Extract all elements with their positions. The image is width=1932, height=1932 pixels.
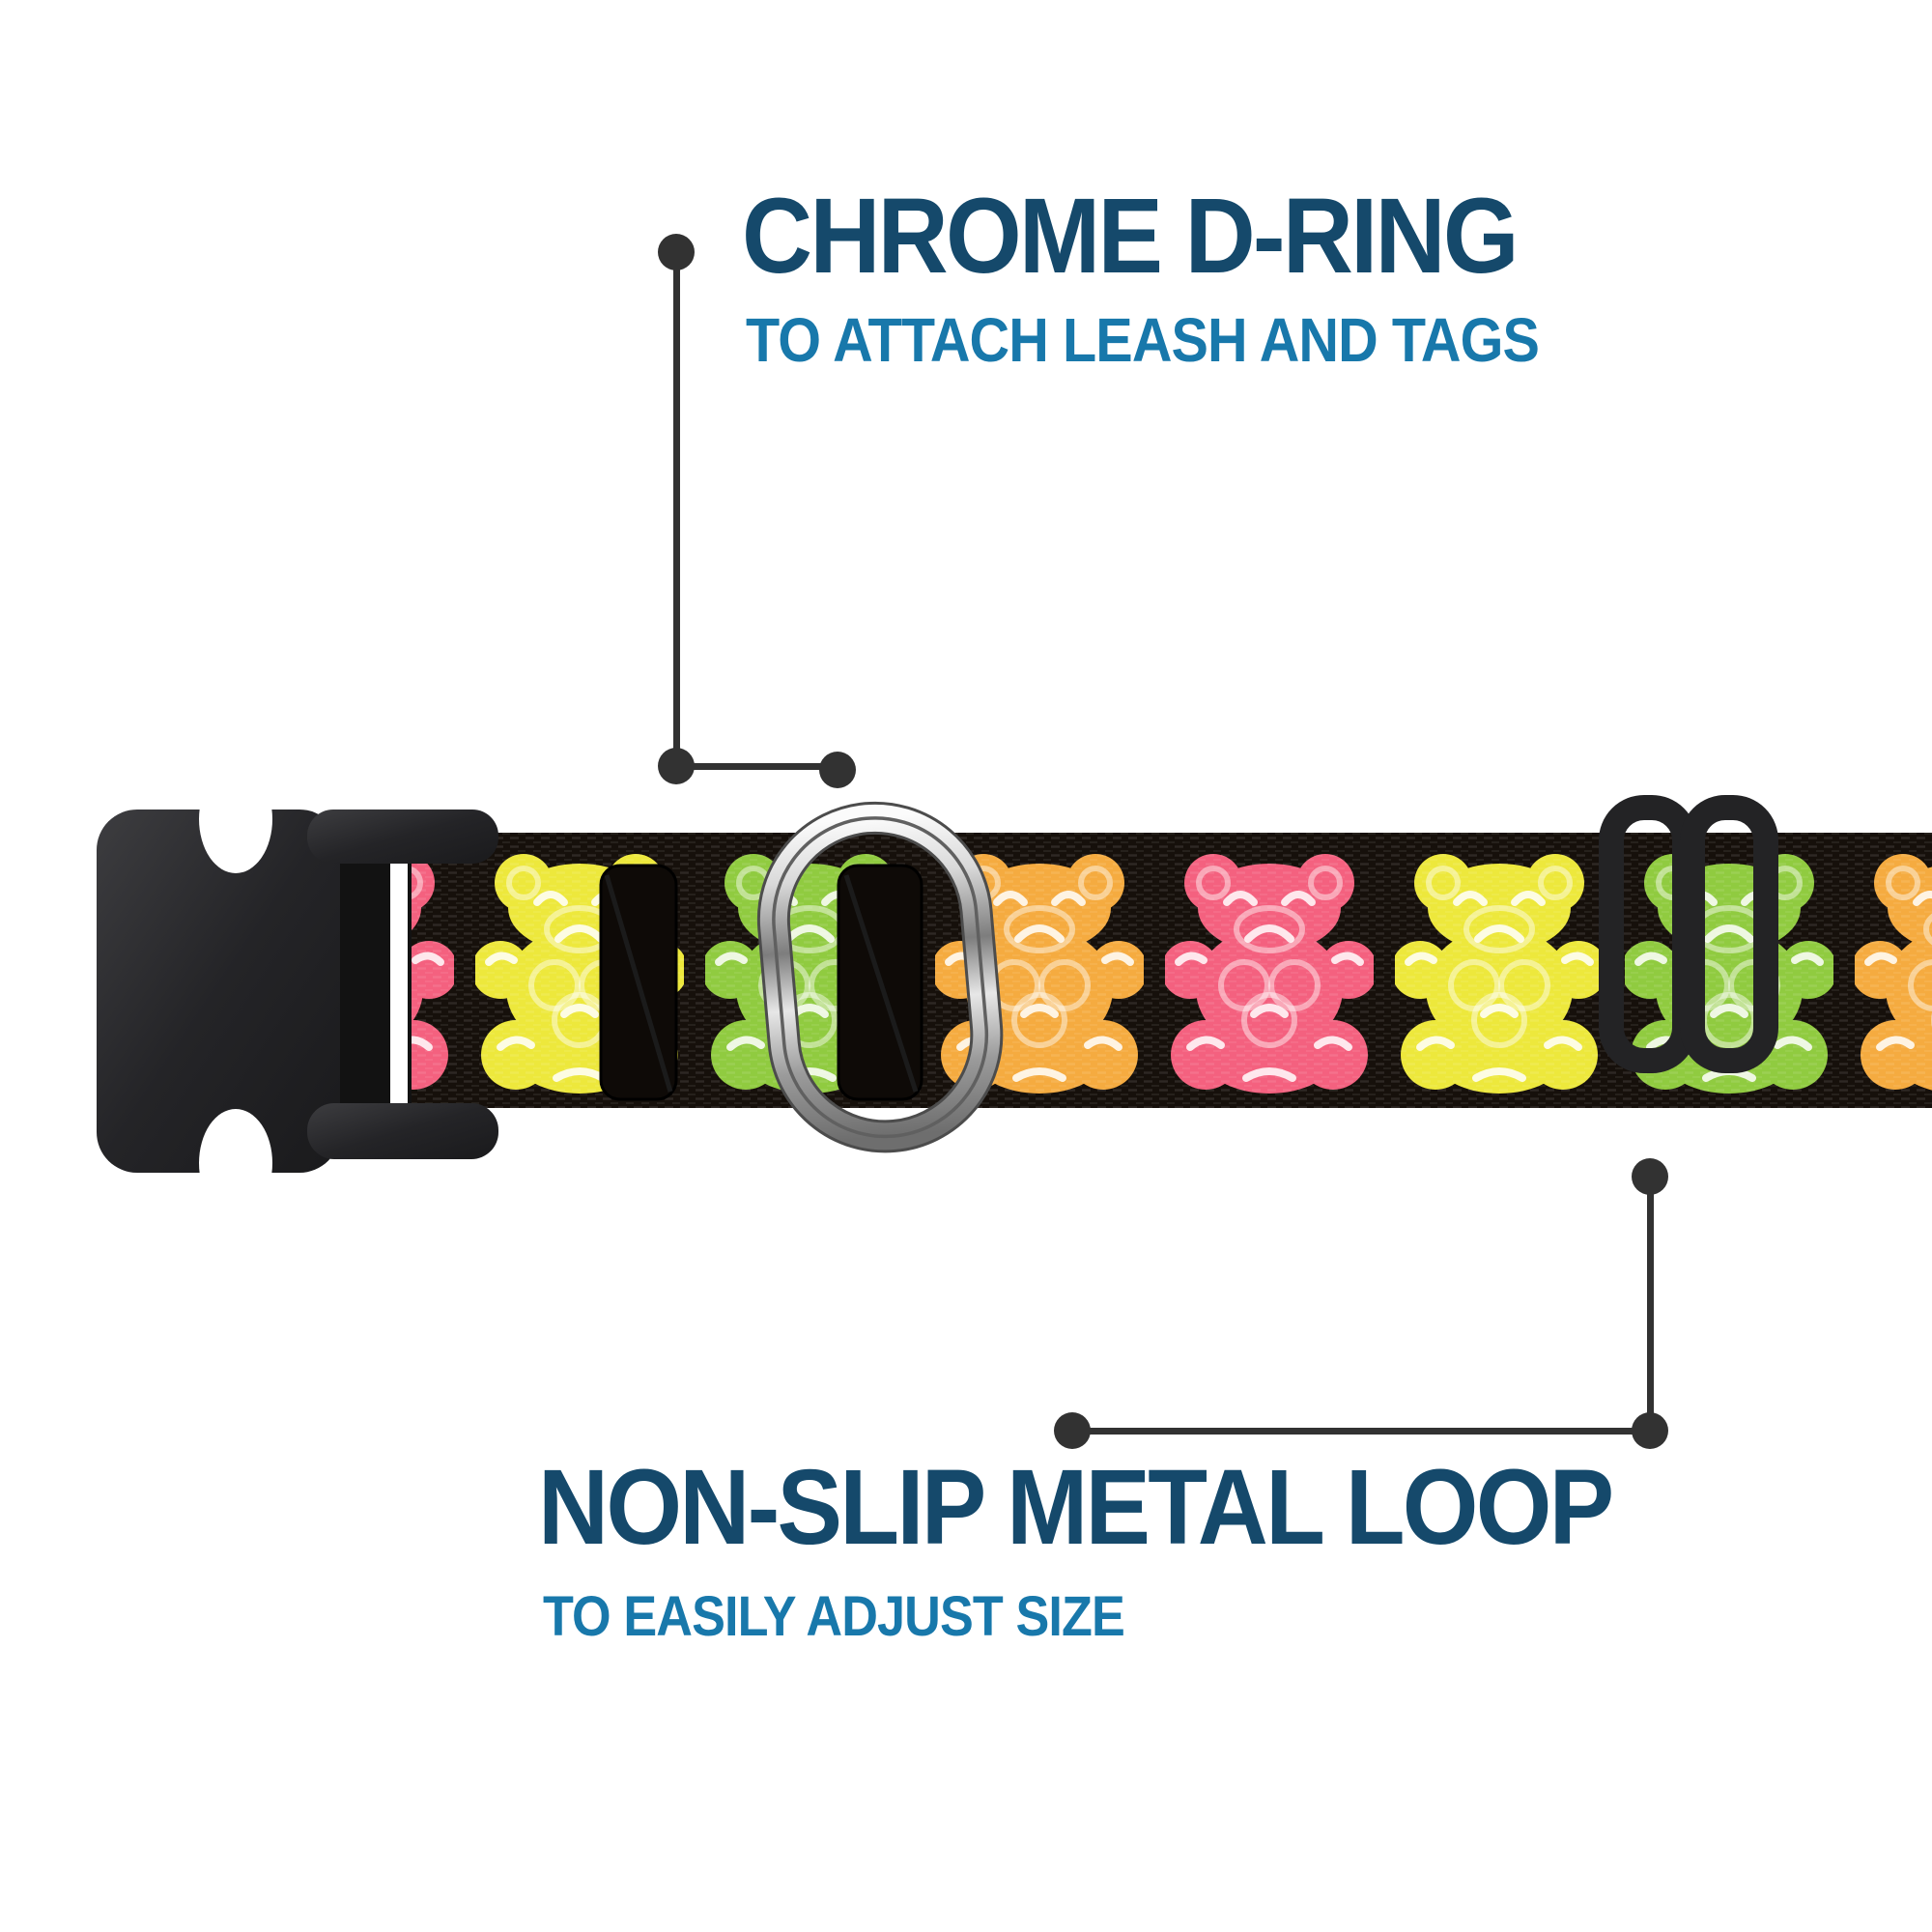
strap-slot bbox=[837, 864, 923, 1101]
callout-line bbox=[1647, 1177, 1654, 1431]
strap-slot bbox=[599, 864, 678, 1101]
callout-dot bbox=[1054, 1412, 1091, 1449]
callout-dot bbox=[1632, 1412, 1668, 1449]
metal-loop-title: NON-SLIP METAL LOOP bbox=[538, 1448, 1614, 1567]
callout-line bbox=[1072, 1428, 1650, 1435]
d-ring-title: CHROME D-RING bbox=[742, 177, 1520, 296]
metal-loop-subtitle: TO EASILY ADJUST SIZE bbox=[543, 1585, 1125, 1648]
callout-dot bbox=[819, 752, 856, 788]
callout-dot bbox=[658, 748, 695, 784]
metal-loop-slider bbox=[1599, 795, 1778, 1073]
callout-line bbox=[676, 763, 838, 770]
callout-line bbox=[673, 252, 680, 766]
chrome-d-ring bbox=[756, 801, 1004, 1153]
d-ring-subtitle: TO ATTACH LEASH AND TAGS bbox=[746, 305, 1540, 375]
side-release-buckle bbox=[97, 765, 498, 1217]
